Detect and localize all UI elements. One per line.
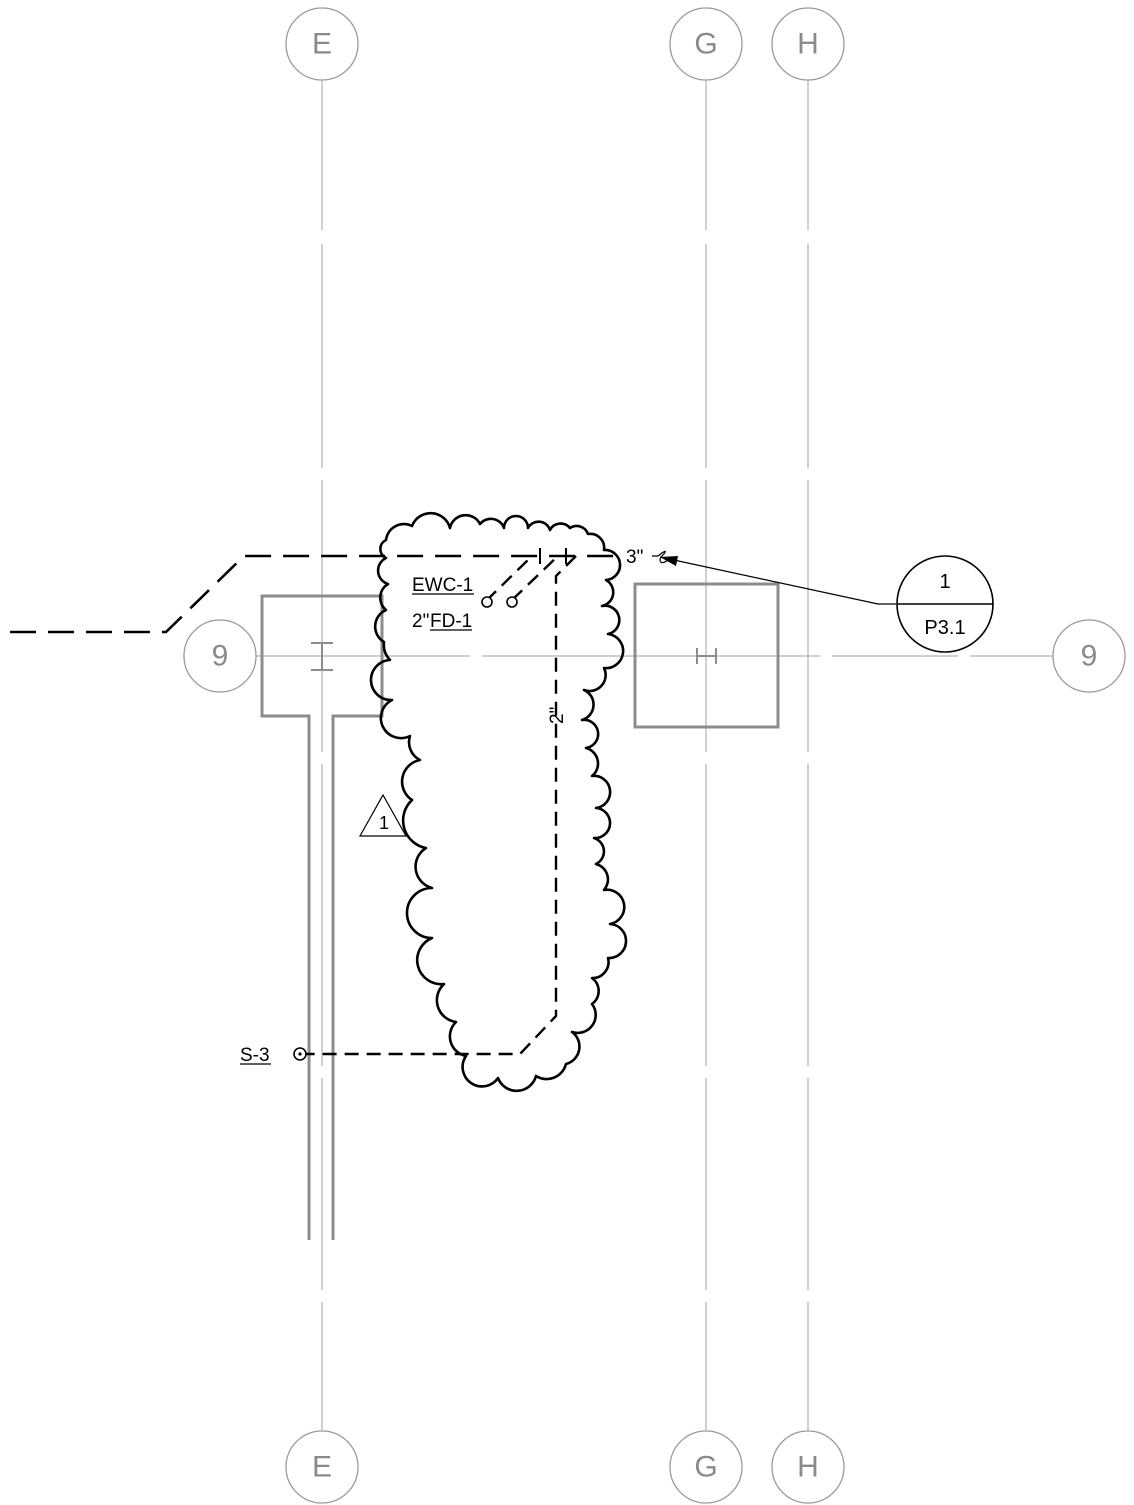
ewc-label: EWC-1 [412, 575, 473, 596]
grid-bubble-e-top: E [285, 7, 359, 81]
section-sheet: P3.1 [924, 617, 965, 639]
section-leader-arrow [660, 556, 678, 566]
pipe-break-symbol [652, 550, 669, 564]
column-e9 [260, 594, 384, 1240]
sanitary-label: S-3 [240, 1045, 270, 1066]
floor-drain-icon [506, 596, 518, 608]
fd-size-label: 2" [412, 611, 429, 632]
grid-bubble-g-top: G [669, 7, 743, 81]
grid-lines [256, 80, 1054, 1430]
grid-bubble-9-right: 9 [1052, 619, 1126, 693]
pipe-2in-vertical [302, 555, 577, 1056]
grid-label-9-left: 9 [212, 640, 229, 673]
pipe-size-3in-label: 3" [626, 547, 643, 568]
section-marker[interactable]: 1 P3.1 [659, 555, 994, 653]
grid-bubble-h-bottom: H [771, 1430, 845, 1504]
grid-label-e-top: E [312, 28, 332, 61]
column-g9 [633, 582, 780, 729]
pipe-branch-ewc [485, 555, 533, 602]
grid-label-h-top: H [797, 28, 819, 61]
grid-label-h-bottom: H [797, 1451, 819, 1484]
pipe-3in-main [10, 554, 616, 634]
revision-number: 1 [379, 813, 389, 833]
revision-cloud [369, 511, 628, 1093]
section-leader-line [659, 556, 896, 605]
grid-label-g-bottom: G [694, 1451, 717, 1484]
grid-bubble-e-bottom: E [285, 1430, 359, 1504]
pipe-branch-fd [511, 555, 559, 601]
section-number: 1 [939, 571, 950, 593]
piping [10, 548, 616, 1056]
grid-bubble-9-left: 9 [183, 619, 257, 693]
grid-label-e-bottom: E [312, 1451, 332, 1484]
grid-bubble-h-top: H [771, 7, 845, 81]
revision-delta: 1 [358, 793, 408, 837]
pipe-size-2in-label: 2" [547, 707, 568, 724]
fd-label: FD-1 [430, 611, 472, 632]
grid-centerline-gaps [320, 230, 970, 1302]
ewc-fixture-icon [481, 596, 493, 608]
grid-label-9-right: 9 [1081, 640, 1098, 673]
grid-label-g-top: G [694, 28, 717, 61]
grid-bubble-g-bottom: G [669, 1430, 743, 1504]
